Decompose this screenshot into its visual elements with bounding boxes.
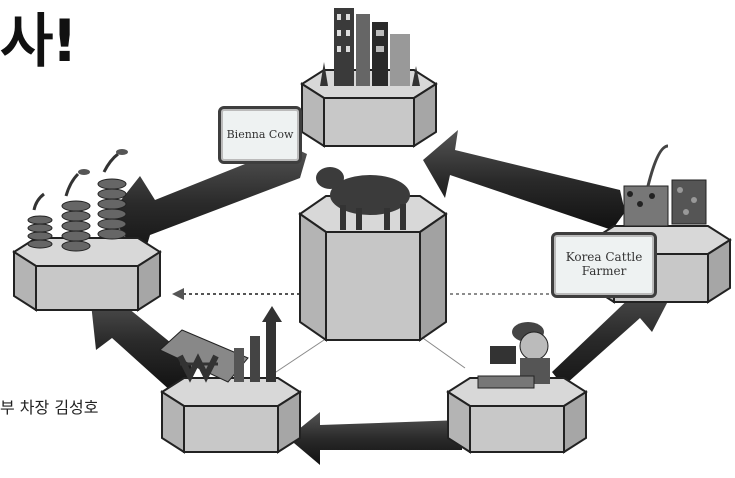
thin-line-down-right — [419, 335, 466, 369]
arrow-right-to-top — [423, 130, 625, 230]
author-caption: 부 차장 김성호 — [0, 398, 99, 417]
coins-icon — [27, 149, 128, 252]
dotted-arrowhead-left — [172, 288, 184, 300]
title: 사! — [0, 7, 78, 75]
node-bottom-right — [446, 377, 588, 454]
basket-icon — [623, 144, 707, 227]
won-chart-icon — [159, 306, 282, 383]
node-bottom-left — [160, 377, 302, 454]
farmer-icon — [477, 322, 550, 389]
node-center — [298, 195, 448, 342]
sign-farmer-label: Korea Cattle Farmer — [565, 250, 643, 278]
sign-farmer: Korea Cattle Farmer — [551, 232, 657, 298]
arrow-bottomright-to-right — [548, 276, 680, 400]
arrow-bottomright-to-bottomleft — [288, 412, 462, 465]
building-icon — [320, 8, 420, 86]
thin-line-down-left — [269, 335, 331, 377]
sign-cow-label: Bienna Cow — [226, 127, 294, 141]
arrow-top-to-left — [110, 146, 307, 262]
sign-cow: Bienna Cow — [218, 106, 302, 164]
arrow-bottomleft-to-left — [90, 292, 192, 392]
cow-icon — [316, 167, 410, 230]
